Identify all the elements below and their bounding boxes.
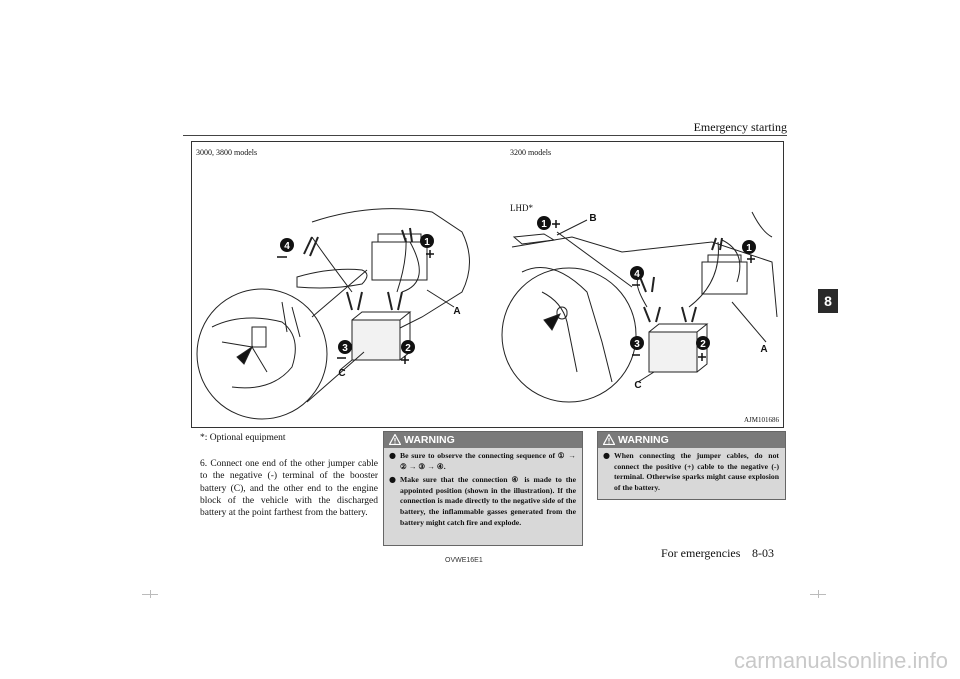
bullet-icon: ●	[389, 451, 396, 460]
page-header-title: Emergency starting	[693, 120, 787, 134]
warning-triangle-icon	[389, 434, 401, 445]
callout-2-right: 2	[700, 339, 706, 350]
lhd-label: LHD*	[510, 203, 533, 213]
callout-a-right: A	[760, 344, 767, 355]
warning-box-right: WARNING ● When connecting the jumper cab…	[597, 431, 786, 500]
callout-b: B	[589, 213, 596, 224]
bullet-icon: ●	[389, 475, 396, 485]
callout-1-right: 1	[746, 243, 752, 254]
jump-start-diagram: 4 1 3 2 A C 1 B 4 1 3 2 A C	[196, 208, 778, 420]
warning-title: WARNING	[404, 434, 455, 446]
figure-code: AJM101686	[743, 416, 779, 424]
crop-mark	[810, 594, 826, 595]
callout-4-right: 4	[634, 269, 640, 280]
callout-c-right: C	[634, 380, 641, 391]
warning-header: WARNING	[598, 432, 785, 448]
callout-3-right: 3	[634, 339, 640, 350]
chapter-tab: 8	[818, 289, 838, 313]
footer-section: For emergencies	[661, 546, 741, 560]
step-text: Connect one end of the other jumper cabl…	[200, 459, 378, 519]
step-number: 6.	[200, 459, 208, 469]
page-number: 8-03	[752, 546, 774, 560]
warning-item: ● When connecting the jumper cables, do …	[603, 451, 779, 492]
step-6: 6. Connect one end of the other jumper c…	[200, 458, 378, 519]
warning-item: ● Be sure to observe the connecting sequ…	[389, 451, 576, 471]
callout-1-left: 1	[424, 237, 430, 248]
illustration-figure: 3000, 3800 models 3200 models LHD*	[191, 141, 784, 428]
callout-3-left: 3	[342, 343, 348, 354]
callout-4-left: 4	[284, 241, 290, 252]
warning-triangle-icon	[603, 434, 615, 445]
warning-header: WARNING	[384, 432, 582, 448]
figure-label-left: 3000, 3800 models	[196, 148, 258, 157]
header-rule	[183, 135, 787, 136]
footer-code: OVWE16E1	[445, 557, 483, 564]
bullet-icon: ●	[603, 451, 610, 460]
watermark: carmanualsonline.info	[733, 648, 948, 673]
callout-2-left: 2	[405, 343, 411, 354]
warning-box-left: WARNING ● Be sure to observe the connect…	[383, 431, 583, 546]
figure-label-right: 3200 models	[510, 148, 552, 157]
callout-1-right-top: 1	[541, 219, 547, 230]
footnote: *: Optional equipment	[200, 433, 286, 443]
warning-item: ● Make sure that the connection ④ is mad…	[389, 475, 576, 527]
callout-c-left: C	[338, 368, 345, 379]
warning-title: WARNING	[618, 434, 669, 446]
crop-mark	[142, 594, 158, 595]
callout-a-left: A	[453, 306, 460, 317]
